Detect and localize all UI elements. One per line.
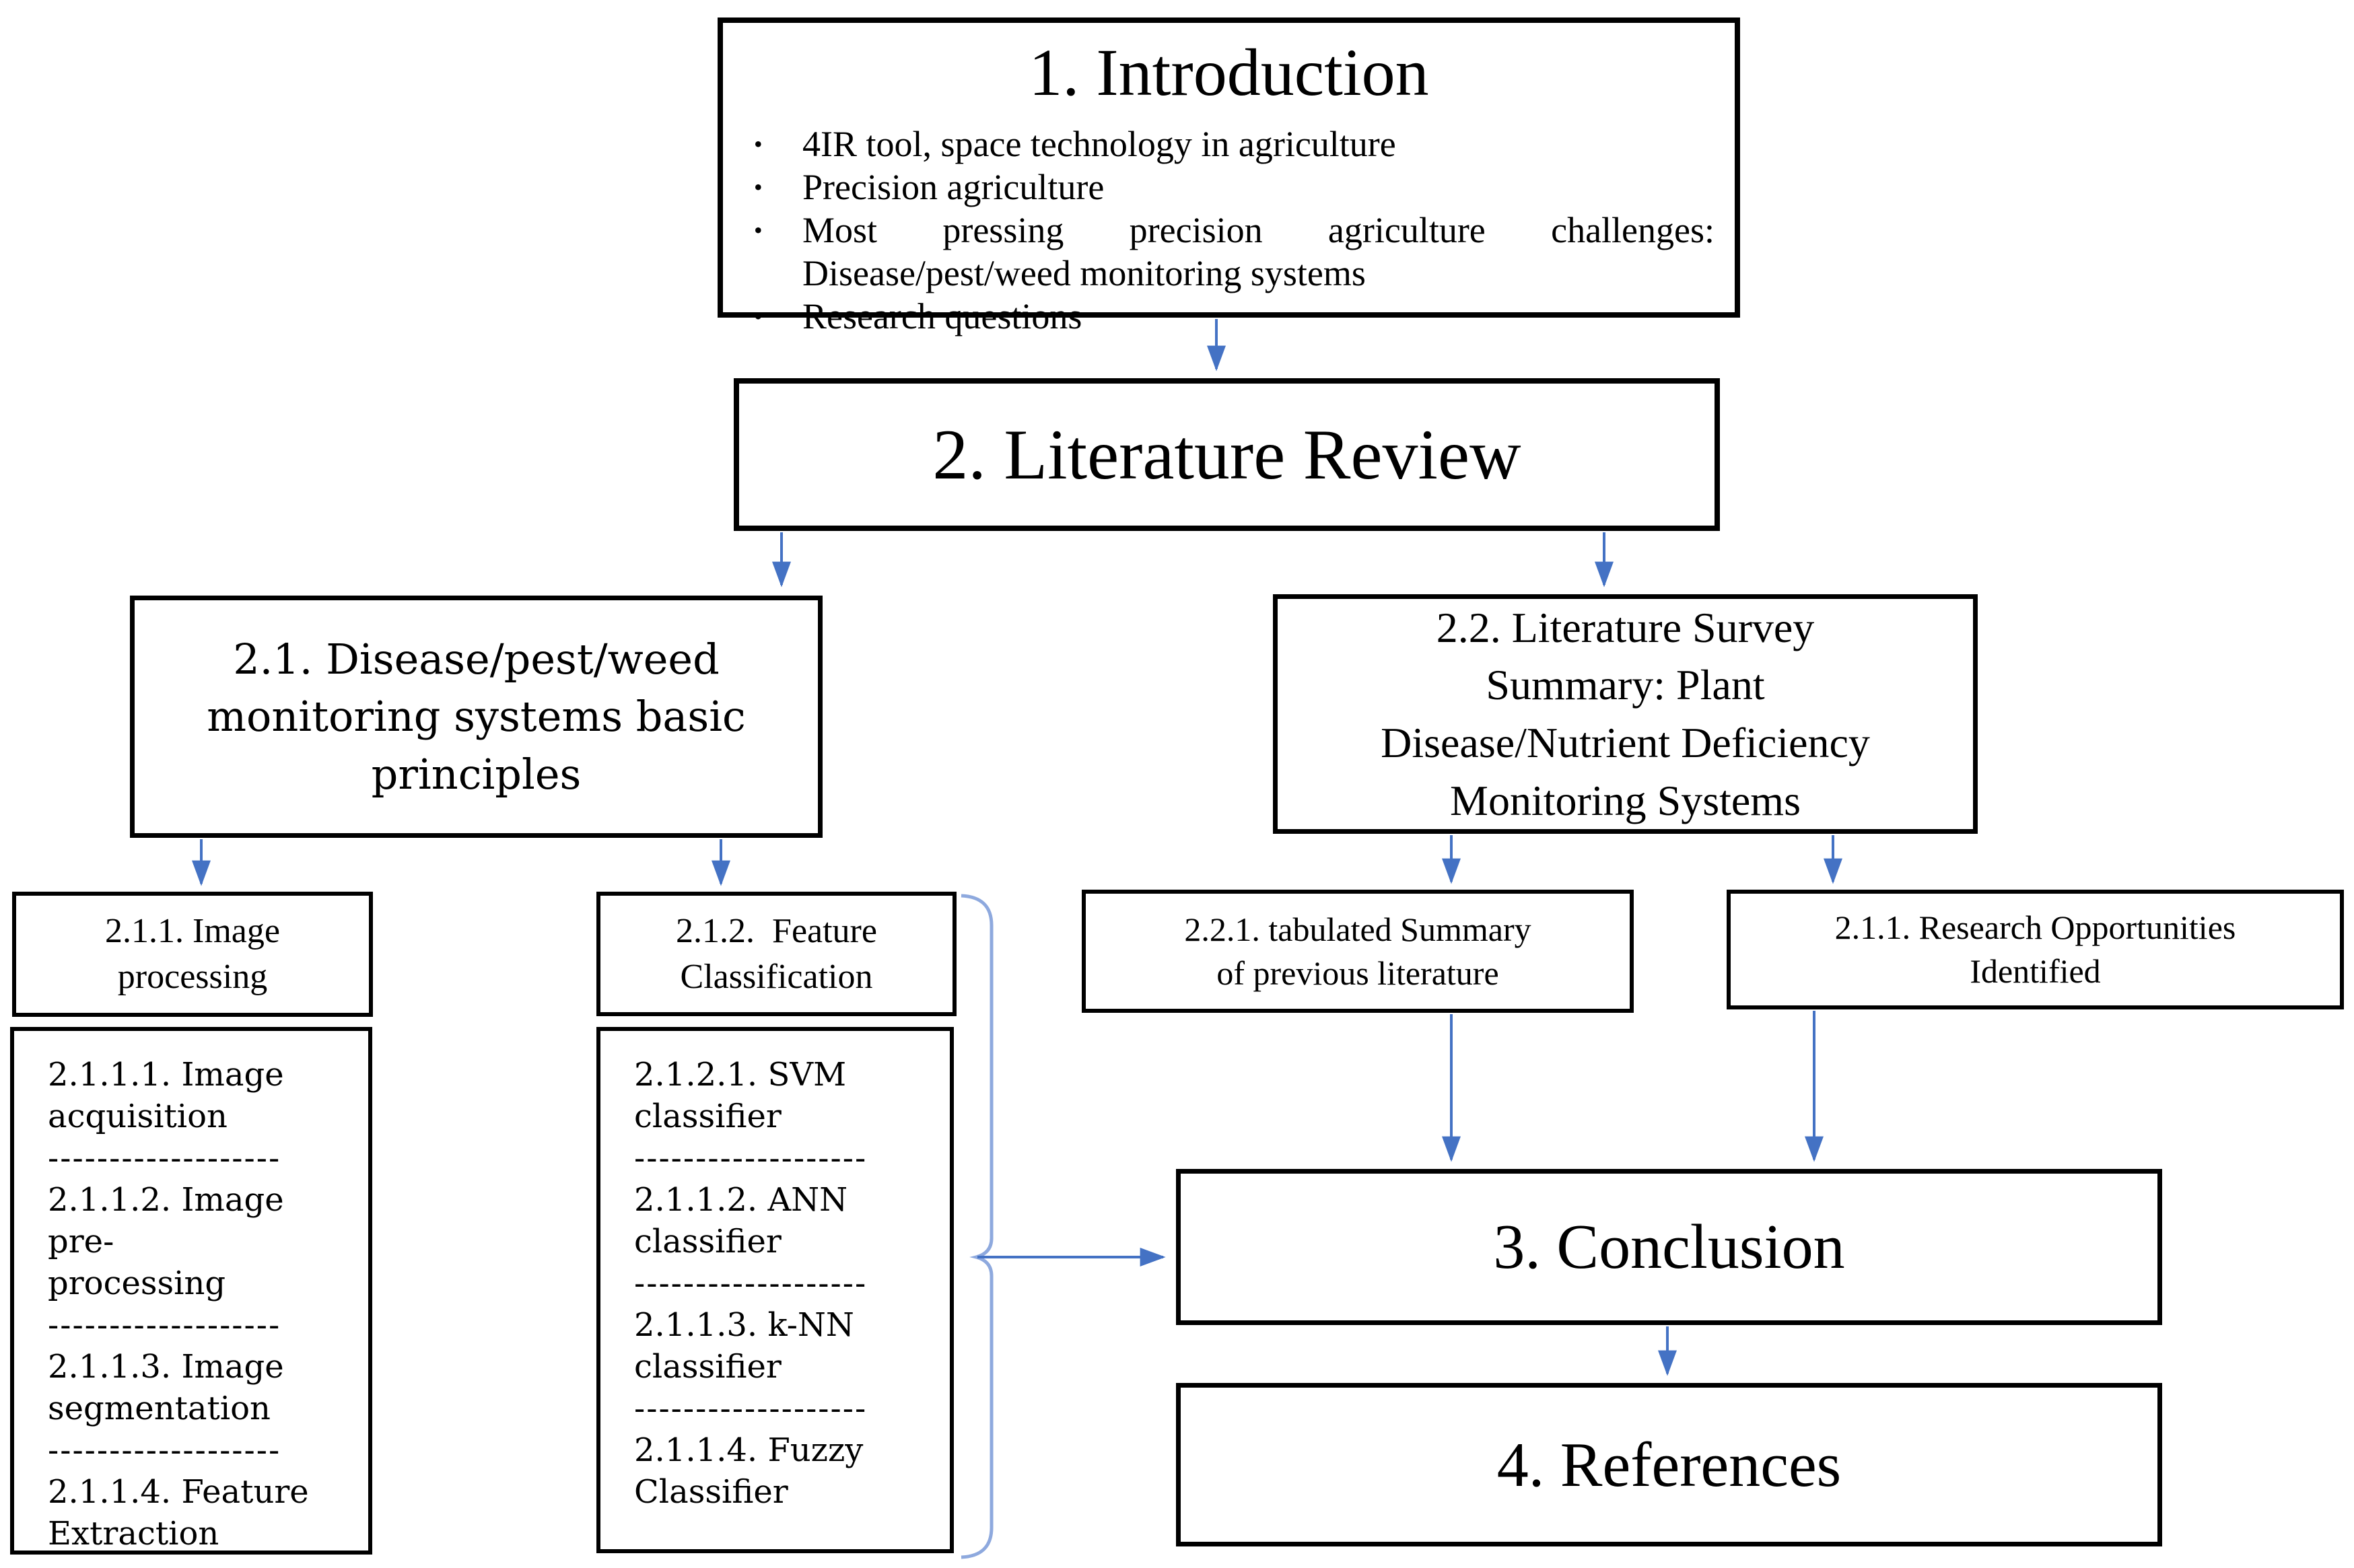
introduction-bullet-list: • 4IR tool, space technology in agricult… <box>723 122 1735 338</box>
bullet-text: Research questions <box>802 296 1082 336</box>
list-item-line: classifier <box>634 1223 782 1260</box>
list-item-line: acquisition <box>48 1098 228 1135</box>
list-item: • Precision agriculture <box>723 166 1735 209</box>
box-survey-summary: 2.2. Literature Survey Summary: Plant Di… <box>1273 594 1978 834</box>
box-monitoring-principles: 2.1. Disease/pest/weed monitoring system… <box>130 596 823 838</box>
box-title-line: principles <box>371 749 582 799</box>
list-item-line: Extraction <box>48 1515 219 1553</box>
dashed-separator: ------------------- <box>48 1306 281 1344</box>
box-title-line: of previous literature <box>1216 954 1499 992</box>
box-conclusion: 3. Conclusion <box>1176 1169 2162 1325</box>
classification-bracket <box>961 894 994 1559</box>
box-title-line: Identified <box>1970 952 2101 990</box>
bullet-icon: • <box>754 131 763 157</box>
literature-review-title: 2. Literature Review <box>932 415 1521 494</box>
box-title-line: 2.1.1. Image <box>105 912 280 951</box>
list-item-line: 2.1.1.3. k-NN <box>634 1306 854 1344</box>
box-introduction: 1. Introduction • 4IR tool, space techno… <box>718 17 1740 336</box>
list-item-line: classifier <box>634 1098 782 1135</box>
list-item-line: 2.1.1.2. ANN <box>634 1181 848 1219</box>
list-item-line: 2.1.1.1. Image <box>48 1056 284 1094</box>
box-research-opportunities: 2.1.1. Research Opportunities Identified <box>1727 890 2344 1009</box>
bullet-text: Precision agriculture <box>802 167 1105 207</box>
box-title-line: processing <box>117 958 268 996</box>
introduction-title: 1. Introduction <box>1029 35 1429 110</box>
list-item-line: classifier <box>634 1348 782 1386</box>
list-item-line: 2.1.1.4. Feature <box>48 1473 309 1511</box>
box-title-line: Classification <box>680 957 873 996</box>
box-title-line: Disease/Nutrient Deficiency <box>1381 719 1870 767</box>
box-title-line: 2.1. Disease/pest/weed <box>233 634 720 684</box>
conclusion-title: 3. Conclusion <box>1493 1212 1845 1282</box>
list-item-line: processing <box>48 1264 226 1302</box>
box-title-line: 2.2. Literature Survey <box>1436 603 1815 651</box>
box-title-line: Monitoring Systems <box>1450 776 1801 824</box>
box-image-processing: 2.1.1. Image processing <box>12 892 373 1017</box>
dashed-separator: ------------------- <box>634 1264 868 1302</box>
bullet-text: Disease/pest/weed monitoring systems <box>802 253 1366 293</box>
list-item: • Research questions <box>723 295 1735 338</box>
bullet-icon: • <box>754 217 763 244</box>
bullet-icon: • <box>754 303 763 330</box>
list-item-line: 2.1.1.2. Image pre- <box>48 1181 294 1260</box>
bullet-icon: • <box>754 174 763 201</box>
bullet-text: 4IR tool, space technology in agricultur… <box>802 124 1396 164</box>
box-title-line: 2.1.2. Feature <box>676 911 877 950</box>
list-item-line: 2.1.1.3. Image <box>48 1348 284 1386</box>
box-feature-classification: 2.1.2. Feature Classification <box>596 892 957 1016</box>
box-title-line: 2.1.1. Research Opportunities <box>1834 908 2236 946</box>
dashed-separator: ------------------- <box>48 1139 281 1177</box>
box-title-line: 2.2.1. tabulated Summary <box>1184 910 1531 948</box>
dashed-separator: ------------------- <box>48 1431 281 1469</box>
list-item-line: Classifier <box>634 1473 788 1511</box>
box-references: 4. References <box>1176 1383 2162 1546</box>
dashed-separator: ------------------- <box>634 1390 868 1427</box>
dashed-separator: ------------------- <box>634 1139 868 1177</box>
box-title-line: monitoring systems basic <box>207 692 746 742</box>
box-tabulated-summary: 2.2.1. tabulated Summary of previous lit… <box>1082 890 1634 1013</box>
box-classifier-list: 2.1.2.1. SVM classifier ----------------… <box>596 1027 954 1553</box>
list-item-line: 2.1.2.1. SVM <box>634 1056 847 1094</box>
box-image-processing-steps: 2.1.1.1. Image acquisition -------------… <box>10 1027 372 1555</box>
bullet-text: Most pressing precision agriculture chal… <box>802 210 1715 250</box>
box-literature-review: 2. Literature Review <box>734 378 1720 531</box>
list-item-line: segmentation <box>48 1390 271 1427</box>
list-item-line: 2.1.1.4. Fuzzy <box>634 1431 864 1469</box>
references-title: 4. References <box>1496 1429 1842 1500</box>
list-item: • Most pressing precision agriculture ch… <box>723 209 1735 295</box>
box-title-line: Summary: Plant <box>1486 661 1765 709</box>
list-item: • 4IR tool, space technology in agricult… <box>723 122 1735 166</box>
